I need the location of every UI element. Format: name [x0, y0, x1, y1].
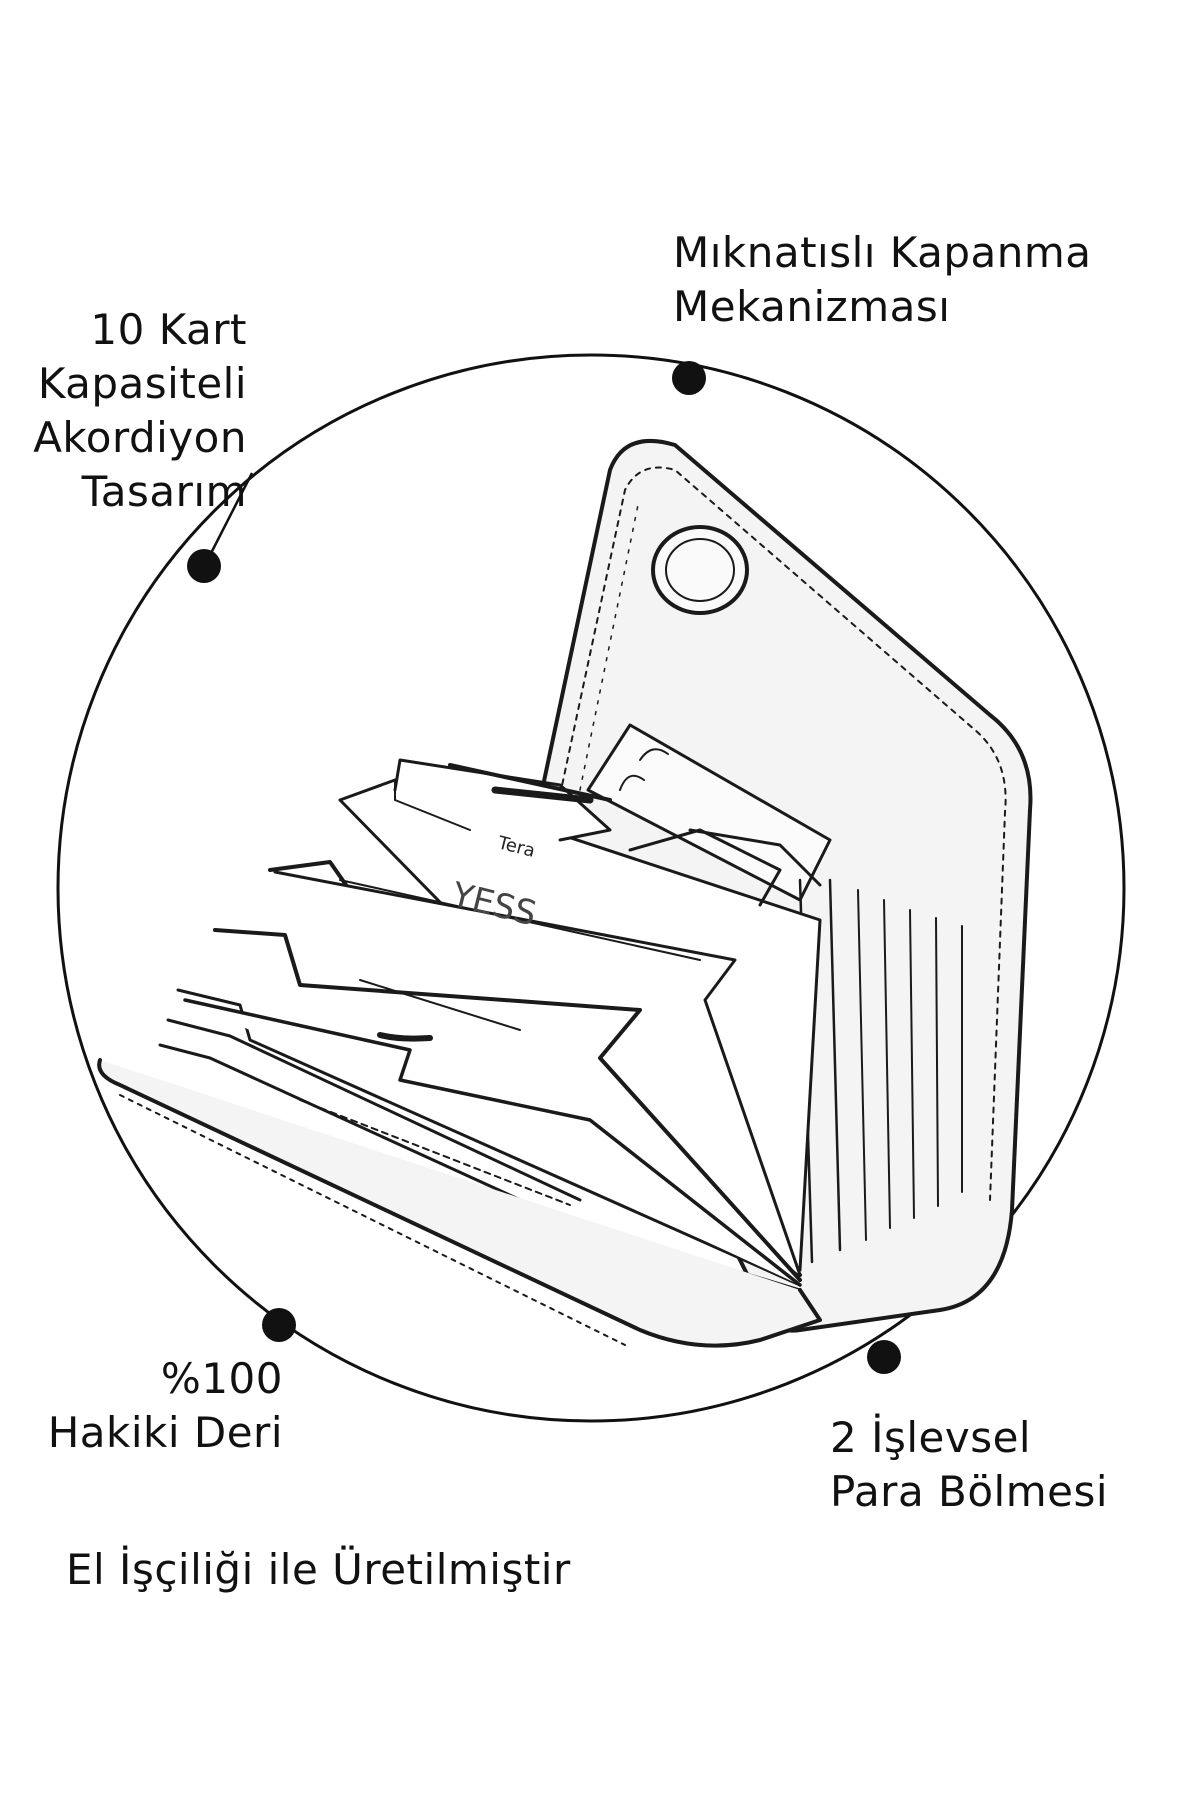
feature-genuine-leather-line1: %100	[160, 1354, 283, 1403]
marker-dot-icon	[867, 1340, 901, 1374]
wallet-illustration: YESS Tera	[97, 438, 1033, 1348]
feature-magnetic-closure-line1: Mıknatıslı Kapanma	[673, 228, 1092, 277]
marker-dot-icon	[262, 1308, 296, 1342]
marker-dot-icon	[187, 549, 221, 583]
connector-line	[204, 472, 254, 564]
feature-magnetic-closure-line2: Mekanizması	[673, 282, 951, 331]
feature-genuine-leather-line2: Hakiki Deri	[47, 1408, 283, 1457]
feature-genuine-leather: %100 Hakiki Deri	[48, 1352, 283, 1460]
feature-money-compartments-line2: Para Bölmesi	[830, 1467, 1109, 1516]
outline-circle	[56, 353, 1126, 1423]
feature-card-capacity: 10 Kart Kapasiteli Akordiyon Tasarım	[33, 303, 247, 519]
feature-magnetic-closure: Mıknatıslı Kapanma Mekanizması	[673, 226, 1092, 334]
feature-card-capacity-line2: Kapasiteli	[37, 359, 247, 408]
marker-dot-icon	[672, 361, 706, 395]
handmade-note: El İşçiliği ile Üretilmiştir	[66, 1545, 571, 1594]
feature-card-capacity-line4: Tasarım	[81, 467, 247, 516]
feature-money-compartments-line1: 2 İşlevsel	[830, 1413, 1032, 1462]
feature-card-capacity-line3: Akordiyon	[33, 413, 247, 462]
feature-card-capacity-line1: 10 Kart	[90, 305, 247, 354]
feature-money-compartments: 2 İşlevsel Para Bölmesi	[830, 1411, 1108, 1519]
